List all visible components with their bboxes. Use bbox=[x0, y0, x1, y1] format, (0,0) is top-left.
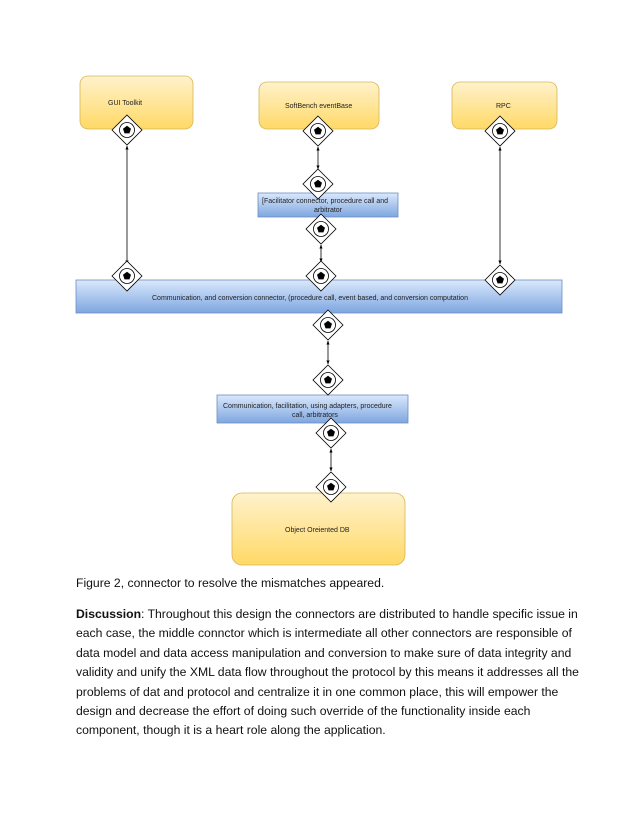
discussion-line: validity and unify the XML data flow thr… bbox=[76, 665, 579, 680]
connector-links bbox=[125, 145, 502, 472]
figure-caption: Figure 2, connector to resolve the misma… bbox=[76, 576, 385, 590]
discussion-line: design and decrease the effort of doing … bbox=[76, 704, 531, 719]
discussion-line: data model and data access manipulation … bbox=[76, 645, 572, 660]
object-db-label: Object Oreiented DB bbox=[285, 527, 350, 534]
communication-conversion-label: Communication, and conversion connector,… bbox=[152, 295, 468, 302]
discussion-label: Discussion bbox=[76, 607, 142, 621]
architecture-diagram: GUI Toolkit SoftBench eventBase RPC Obje… bbox=[75, 75, 563, 566]
port-icon bbox=[305, 213, 337, 245]
discussion-line: each case, the middle connctor which is … bbox=[76, 626, 572, 641]
gui-toolkit-label: GUI Toolkit bbox=[108, 100, 142, 107]
port-icon bbox=[312, 309, 344, 341]
port-diamonds bbox=[111, 114, 516, 503]
component-object-db: Object Oreiented DB bbox=[231, 492, 406, 566]
port-icon bbox=[484, 264, 516, 296]
softbench-label: SoftBench eventBase bbox=[285, 103, 352, 110]
discussion-line: component, though it is a heart role alo… bbox=[76, 723, 386, 738]
connector-communication-facilitation: Communication, facilitation, using adapt… bbox=[216, 394, 409, 424]
discussion-line: problems of dat and protocol and central… bbox=[76, 684, 559, 699]
component-gui-toolkit: GUI Toolkit bbox=[79, 75, 194, 130]
port-icon bbox=[302, 168, 334, 200]
port-icon bbox=[315, 471, 347, 503]
discussion-text: : Throughout this design the connectors … bbox=[141, 607, 578, 621]
facilitator-label-line-1: [Facilitator connector, procedure call a… bbox=[262, 198, 388, 205]
port-icon bbox=[305, 260, 337, 292]
port-icon bbox=[111, 260, 143, 292]
communication-facilitation-label-line-1: Communication, facilitation, using adapt… bbox=[223, 403, 392, 410]
rpc-label: RPC bbox=[496, 103, 511, 110]
facilitator-label-line-2: arbitrator bbox=[314, 207, 343, 214]
port-icon bbox=[315, 417, 347, 449]
port-icon bbox=[484, 115, 516, 147]
port-icon bbox=[111, 114, 143, 146]
communication-facilitation-label-line-2: call, arbitrators bbox=[292, 412, 338, 419]
port-icon bbox=[312, 364, 344, 396]
port-icon bbox=[302, 115, 334, 147]
discussion-line: Discussion: Throughout this design the c… bbox=[76, 605, 578, 624]
discussion-paragraph: Discussion: Throughout this design the c… bbox=[76, 605, 579, 741]
connector-facilitator: [Facilitator connector, procedure call a… bbox=[257, 192, 399, 218]
